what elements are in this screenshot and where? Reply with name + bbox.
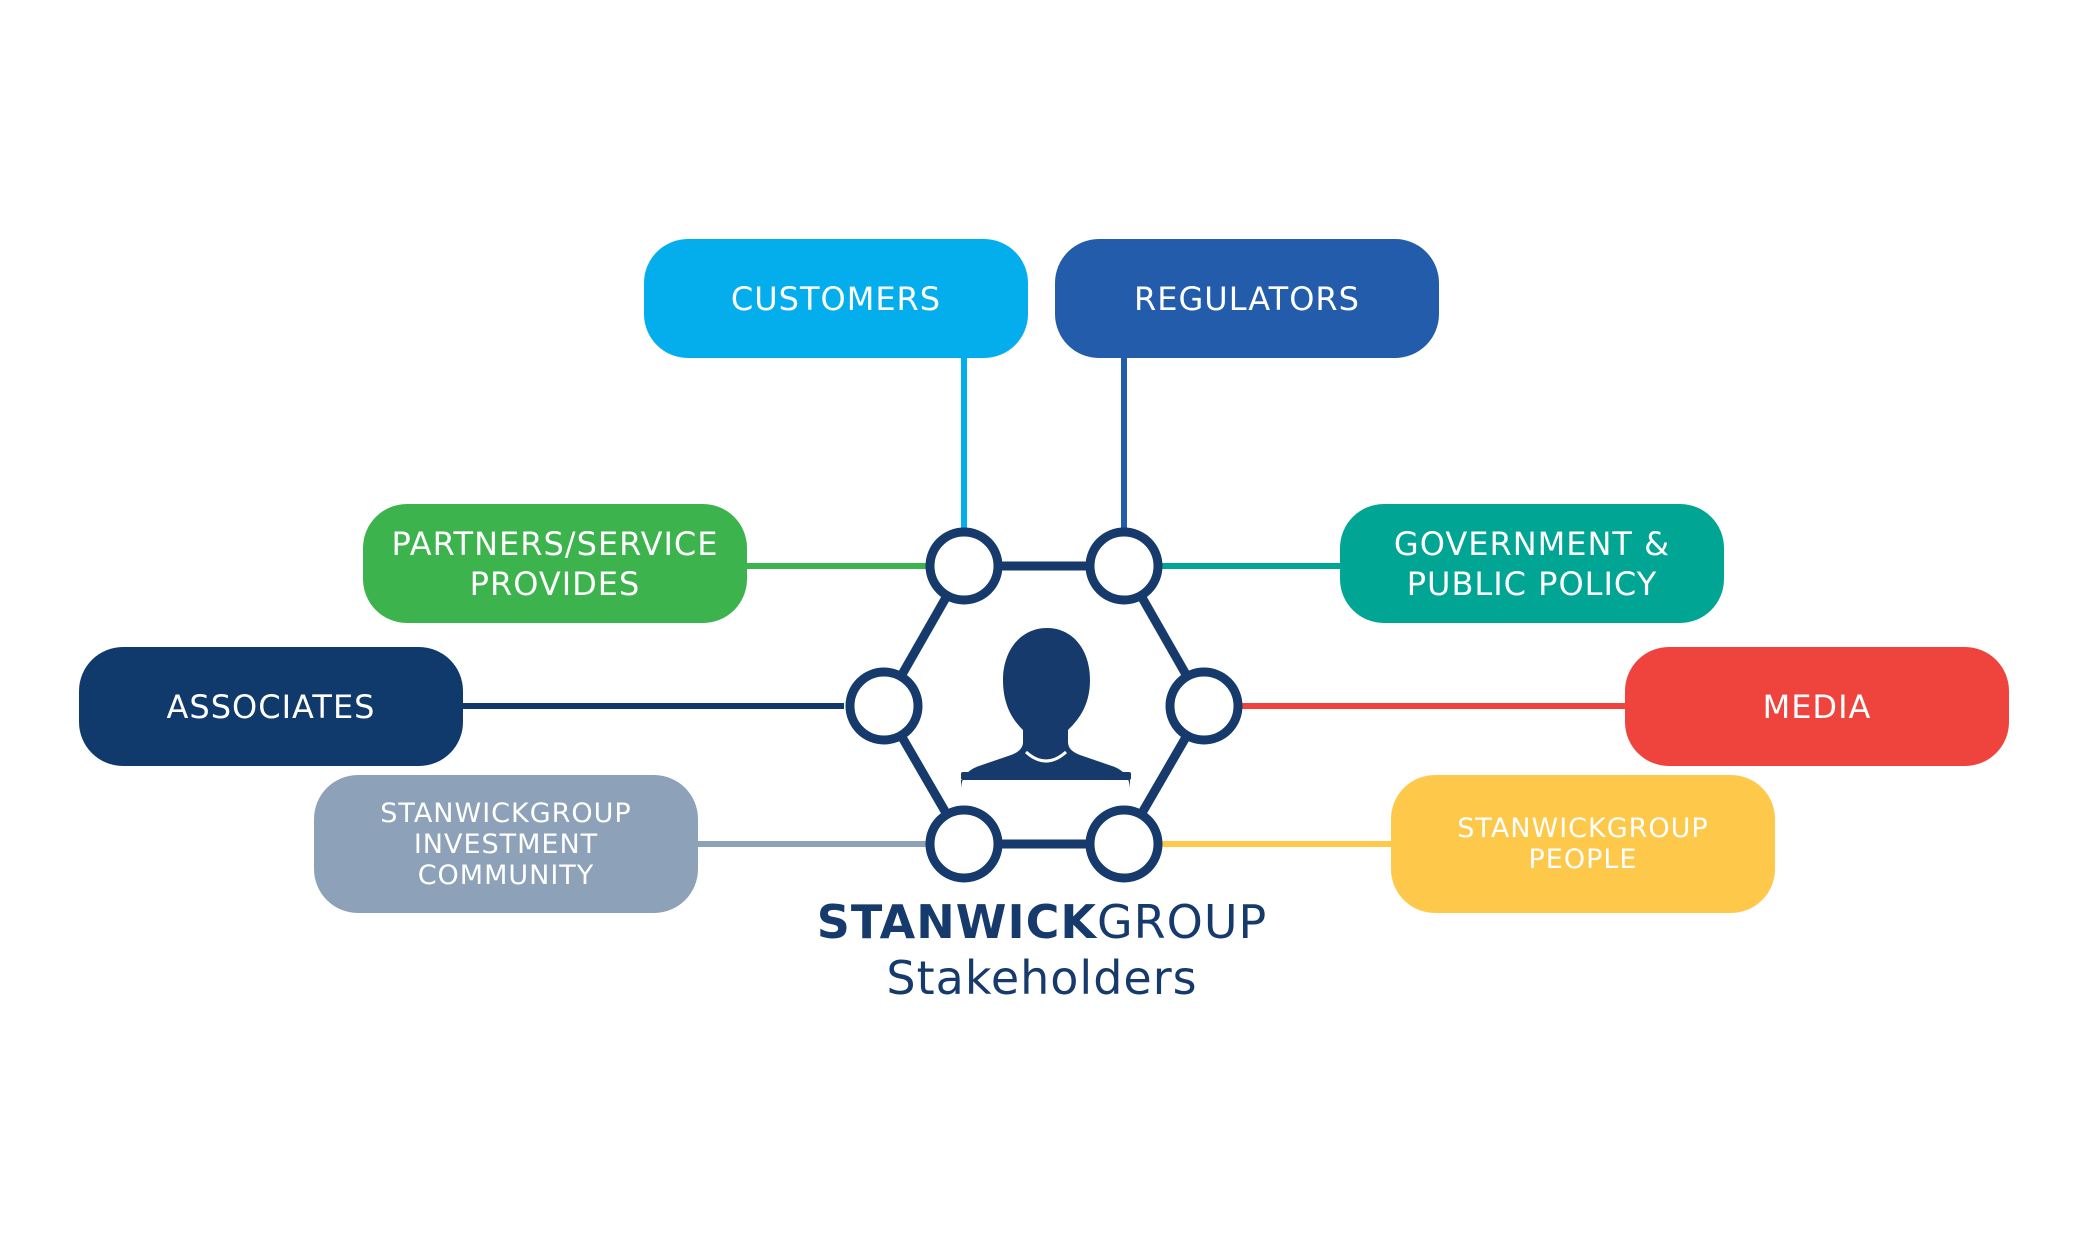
hub-circle-top-right: [1085, 527, 1163, 605]
hub-circle-bottom-left: [925, 805, 1003, 883]
person-collar: [1024, 750, 1068, 763]
stakeholder-customers: CUSTOMERS: [644, 239, 1028, 358]
stakeholder-customers-label: CUSTOMERS: [730, 279, 942, 318]
stakeholder-partners-label: PARTNERS/SERVICE PROVIDES: [391, 524, 719, 603]
company-name-regular: GROUP: [1097, 895, 1268, 949]
stakeholder-associates: ASSOCIATES: [79, 647, 463, 766]
hub-circle-left: [845, 667, 923, 745]
hub-hexagon: [845, 527, 1243, 883]
diagram-subtitle: Stakeholders: [886, 951, 1198, 1005]
connector-lines: [463, 358, 1625, 847]
stakeholder-government-label: GOVERNMENT & PUBLIC POLICY: [1393, 524, 1671, 603]
hub-circle-right: [1165, 667, 1243, 745]
stakeholder-media-label: MEDIA: [1762, 687, 1872, 726]
stakeholder-media: MEDIA: [1625, 647, 2009, 766]
company-name: STANWICKGROUP: [742, 894, 1342, 950]
stakeholder-investment-community: STANWICKGROUP INVESTMENT COMMUNITY: [314, 775, 698, 913]
stakeholder-regulators-label: REGULATORS: [1134, 279, 1360, 318]
company-name-bold: STANWICK: [816, 895, 1098, 949]
stakeholder-people: STANWICKGROUP PEOPLE: [1391, 775, 1775, 913]
stakeholder-government: GOVERNMENT & PUBLIC POLICY: [1340, 504, 1724, 623]
stakeholder-partners: PARTNERS/SERVICE PROVIDES: [363, 504, 747, 623]
stakeholder-associates-label: ASSOCIATES: [166, 687, 376, 726]
hub-circle-top-left: [925, 527, 1003, 605]
person-icon: [961, 628, 1131, 790]
center-title: STANWICKGROUP Stakeholders: [742, 894, 1342, 1006]
stakeholder-people-label: STANWICKGROUP PEOPLE: [1457, 813, 1709, 875]
stakeholder-regulators: REGULATORS: [1055, 239, 1439, 358]
hub-circle-bottom-right: [1085, 805, 1163, 883]
stakeholder-investment-community-label: STANWICKGROUP INVESTMENT COMMUNITY: [380, 797, 632, 891]
